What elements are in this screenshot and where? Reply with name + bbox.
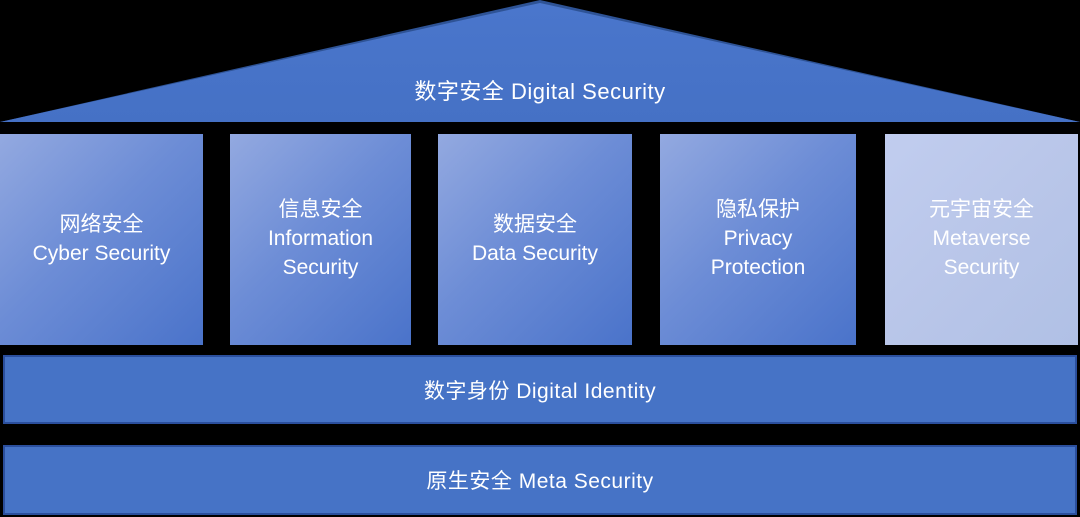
roof-label: 数字安全 Digital Security [414,79,666,104]
pillar-data-security: 数据安全 Data Security [438,134,632,345]
pillar-label-cn: 隐私保护 [716,198,800,222]
pillar-label-cn: 网络安全 [59,212,144,236]
bar-digital-identity: 数字身份 Digital Identity [3,355,1077,424]
roof-digital-security: 数字安全 Digital Security [0,0,1080,122]
pillar-label: 数据安全 Data Security [472,211,598,269]
pillar-label-en: Information Security [267,227,374,279]
pillar-privacy-protection: 隐私保护 Privacy Protection [660,134,856,345]
bar-meta-security-label: 原生安全 Meta Security [426,470,654,493]
pillar-label-en: Data Security [471,241,599,265]
pillar-label-en: Cyber Security [32,241,171,265]
pillar-label-en: Privacy Protection [710,227,806,279]
pillar-label: 元宇宙安全 Metaverse Security [905,196,1058,283]
pillar-label: 网络安全 Cyber Security [33,211,171,269]
pillar-label-cn: 数据安全 [493,212,577,236]
bar-meta-security: 原生安全 Meta Security [3,445,1077,515]
pillar-cyber-security: 网络安全 Cyber Security [0,134,203,345]
pillar-metaverse-security: 元宇宙安全 Metaverse Security [885,134,1078,345]
pillar-information-security: 信息安全 Information Security [230,134,411,345]
pillar-label: 信息安全 Information Security [250,196,391,283]
bar-digital-identity-label: 数字身份 Digital Identity [423,379,657,403]
pillar-label-en: Metaverse Security [932,227,1031,279]
pillar-label: 隐私保护 Privacy Protection [680,196,836,283]
pillar-label-cn: 元宇宙安全 [929,198,1034,222]
pillar-label-cn: 信息安全 [278,198,363,222]
